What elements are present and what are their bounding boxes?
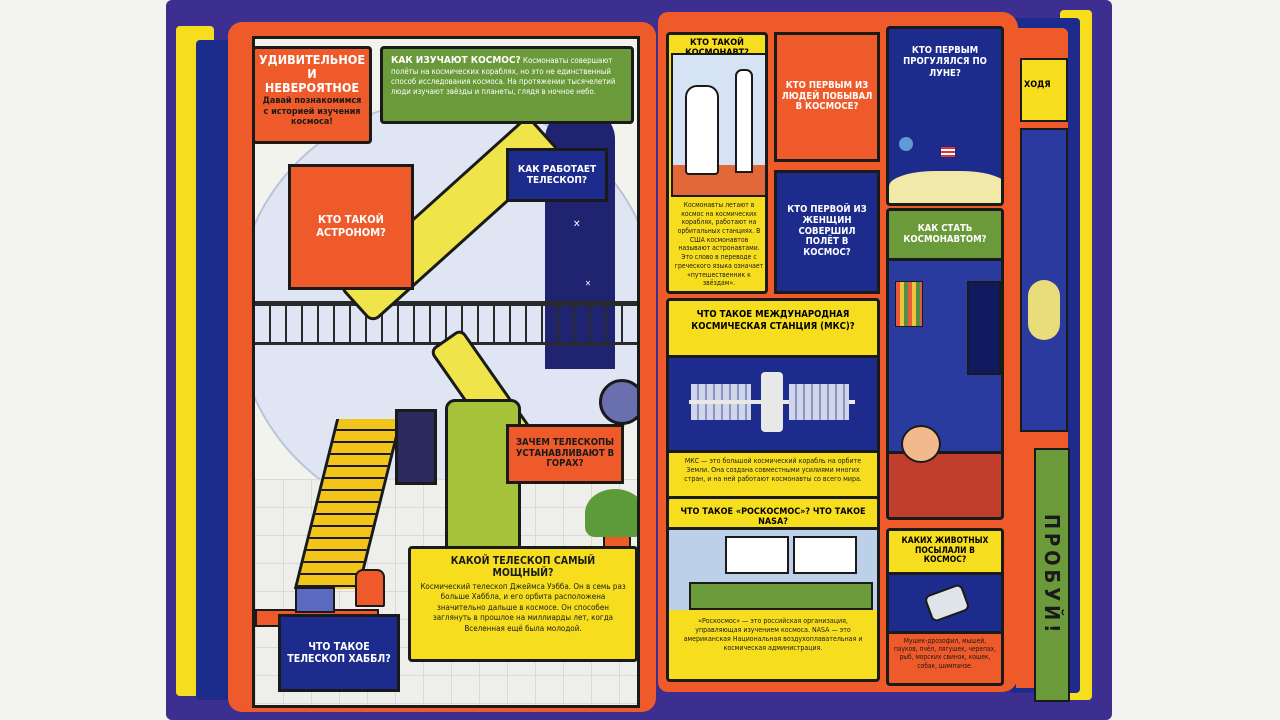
how-study-text: Космонавты совершают полёты на космическ…: [391, 56, 616, 97]
left-page: ✕ ✕ Удивительное и невероятное Давай поз…: [228, 22, 656, 712]
sleeping-child: [901, 425, 941, 463]
roscosmos-box: Что такое «Роскосмос»? Что такое NASA? «…: [666, 496, 880, 682]
mission-control-screen: [725, 536, 789, 574]
cosmonaut-box: Кто такой космонавт? Космонавты летают в…: [666, 32, 768, 294]
how-study-box: Как изучают космос? Космонавты совершают…: [380, 46, 634, 124]
intro-box: Удивительное и невероятное Давай познако…: [252, 46, 372, 144]
cosmonaut-scene: [671, 53, 765, 197]
bed-blanket: [889, 451, 1001, 517]
moon-surface: [889, 171, 1001, 203]
animals-title: Каких животных посылали в космос?: [889, 531, 1001, 575]
rocket: [735, 69, 753, 173]
next-page-strip: ходя Пробуй!: [1016, 28, 1070, 702]
how-study-title: Как изучают космос?: [391, 55, 521, 66]
doorway: [395, 409, 437, 485]
bedroom-window: [967, 281, 1001, 375]
plant-leaves: [585, 489, 637, 537]
porthole-window: [599, 379, 637, 425]
become-cosmonaut-box: Как стать космонавтом?: [886, 208, 1004, 520]
iss-core-module: [761, 372, 783, 432]
try-it-text: Пробуй!: [1040, 513, 1064, 637]
iss-scene: [669, 355, 877, 453]
earth-icon: [899, 137, 913, 151]
first-moon-title: Кто первым прогулялся по Луне?: [903, 45, 987, 79]
powerful-text: Космический телескоп Джеймса Уэбба. Он в…: [420, 582, 626, 633]
astronomer-box: Кто такой астроном?: [288, 164, 414, 290]
animals-text: Мушек-дрозофил, мышей, пауков, пчёл, ляг…: [894, 637, 996, 670]
iss-box: Что такое Международная космическая стан…: [666, 298, 880, 518]
first-in-space-box: Кто первым из людей побывал в космосе?: [774, 32, 880, 162]
next-page-panel-navy: [1020, 128, 1068, 432]
mission-control-screen-2: [793, 536, 857, 574]
intro-text: Давай познакомимся с историей изучения к…: [262, 96, 362, 127]
first-woman-box: Кто первой из женщин совершил полёт в ко…: [774, 170, 880, 294]
iss-solar-panel-right: [789, 384, 849, 420]
laptop: [295, 587, 335, 613]
roscosmos-text: «Роскосмос» — это российская организация…: [683, 617, 863, 653]
capsule-scene: [889, 575, 1001, 634]
cosmonaut-text: Космонавты летают в космос на космически…: [674, 201, 764, 288]
become-cosmonaut-title: Как стать космонавтом?: [889, 211, 1001, 261]
next-page-top-text: ходя: [1024, 80, 1051, 90]
roscosmos-title: Что такое «Роскосмос»? Что такое NASA?: [680, 507, 866, 527]
iss-title: Что такое Международная космическая стан…: [691, 309, 855, 332]
how-telescope-box: Как работает телескоп?: [506, 148, 608, 202]
star-icon: ✕: [573, 219, 581, 230]
mission-control-scene: [669, 527, 877, 610]
right-page: Кто такой космонавт? Космонавты летают в…: [658, 12, 1018, 692]
first-moon-box: Кто первым прогулялся по Луне?: [886, 26, 1004, 206]
control-desks: [689, 582, 873, 610]
powerful-telescope-box: Какой телескоп самый мощный? Космический…: [408, 546, 638, 662]
astronaut-figure: [685, 85, 719, 175]
powerful-title: Какой телескоп самый мощный?: [450, 555, 596, 579]
animals-box: Каких животных посылали в космос? Мушек-…: [886, 528, 1004, 686]
bookshelf: [895, 281, 923, 327]
iss-text: МКС — это большой космический корабль на…: [684, 457, 862, 484]
intro-title: Удивительное и невероятное: [259, 52, 365, 95]
capsule-icon: [923, 583, 971, 623]
hubble-box: Что такое телескоп Хаббл?: [278, 614, 400, 692]
flag-icon: [941, 147, 955, 157]
why-mountains-box: Зачем телескопы устанавливают в горах?: [506, 424, 624, 484]
star-icon: ✕: [585, 279, 592, 288]
next-page-try-panel: Пробуй!: [1034, 448, 1070, 702]
next-page-panel-top: ходя: [1020, 58, 1068, 122]
chair: [355, 569, 385, 607]
